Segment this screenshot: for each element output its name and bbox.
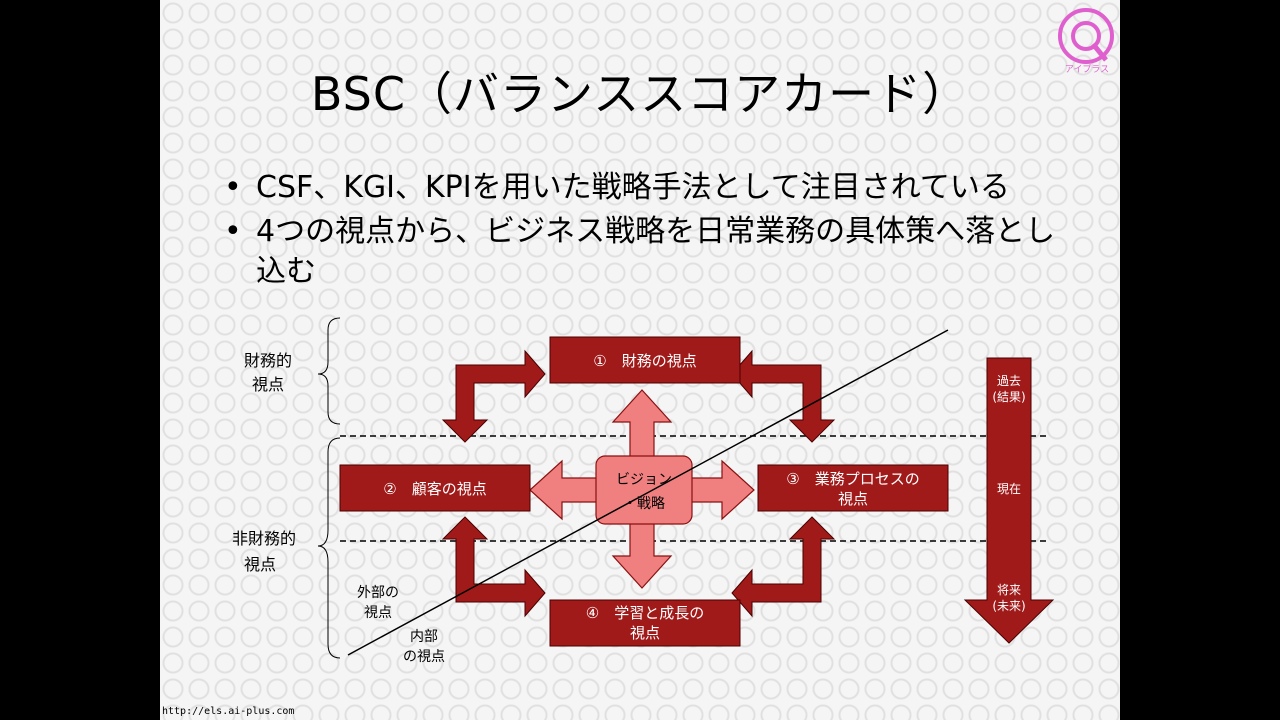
cycle-arrow-top-right [731, 349, 836, 443]
process-box-label-line2: 視点 [838, 490, 868, 508]
slide-title: BSC（バランススコアカード） [310, 67, 970, 121]
financial-box [549, 336, 741, 384]
external-label-line1: 外部の [357, 585, 399, 601]
cycle-arrow-bottom-left [441, 516, 546, 618]
timeline-past-line2: (結果) [992, 390, 1025, 404]
bullet-item: •CSF、KGI、KPIを用いた戦略手法として注目されている [224, 170, 1010, 205]
internal-external-divider [347, 329, 949, 656]
center-arrow-right [689, 459, 755, 521]
financial-brace [317, 317, 341, 425]
bullet-list: •CSF、KGI、KPIを用いた戦略手法として注目されている •4つの視点から、… [220, 168, 1080, 296]
center-arrow-left [529, 459, 601, 521]
timeline-present: 現在 [997, 482, 1021, 496]
non-financial-label-line1: 非財務的 [232, 529, 296, 548]
center-arrow-down [611, 519, 673, 589]
learning-box-label-line1: ④ 学習と成長の [586, 604, 704, 622]
bsc-diagram: 財務的 視点 非財務的 視点 ビジョン ・戦略 [232, 317, 1055, 665]
cycle-arrow-top-left [441, 349, 546, 443]
process-box-label-line1: ③ 業務プロセスの [786, 470, 919, 488]
financial-box-label: ① 財務の視点 [593, 352, 696, 370]
slide: アイプラス BSC（バランススコアカード） •CSF、KGI、KPIを用いた戦略… [160, 0, 1120, 720]
timeline-future-line1: 将来 [997, 583, 1021, 597]
logo-icon [1058, 8, 1114, 64]
timeline-arrow [963, 357, 1055, 644]
customer-box-label: ② 顧客の視点 [383, 480, 486, 498]
learning-box [549, 599, 741, 647]
customer-box [339, 464, 531, 512]
internal-label-line1: 内部 [410, 629, 438, 645]
center-label-line1: ビジョン [616, 472, 672, 488]
bullet-item: •4つの視点から、ビジネス戦略を日常業務の具体策へ落とし込む [224, 214, 1056, 289]
center-arrow-up [611, 389, 673, 463]
non-financial-brace [317, 437, 341, 659]
external-label-line2: 視点 [364, 605, 392, 621]
timeline-past-line1: 過去 [997, 374, 1021, 388]
center-label-line2: ・戦略 [623, 496, 665, 512]
process-box [757, 464, 949, 512]
learning-box-label-line2: 視点 [630, 624, 660, 642]
internal-label-line2: の視点 [403, 649, 445, 665]
timeline-future-line2: (未来) [992, 599, 1025, 613]
non-financial-label-line2: 視点 [244, 555, 276, 574]
source-url: http://els.ai-plus.com [162, 706, 295, 717]
logo-text: アイプラス [1064, 65, 1110, 75]
financial-label-line1: 財務的 [244, 351, 292, 370]
cycle-arrow-bottom-right [731, 516, 836, 618]
vision-strategy-box [595, 455, 693, 525]
financial-label-line2: 視点 [252, 375, 284, 394]
